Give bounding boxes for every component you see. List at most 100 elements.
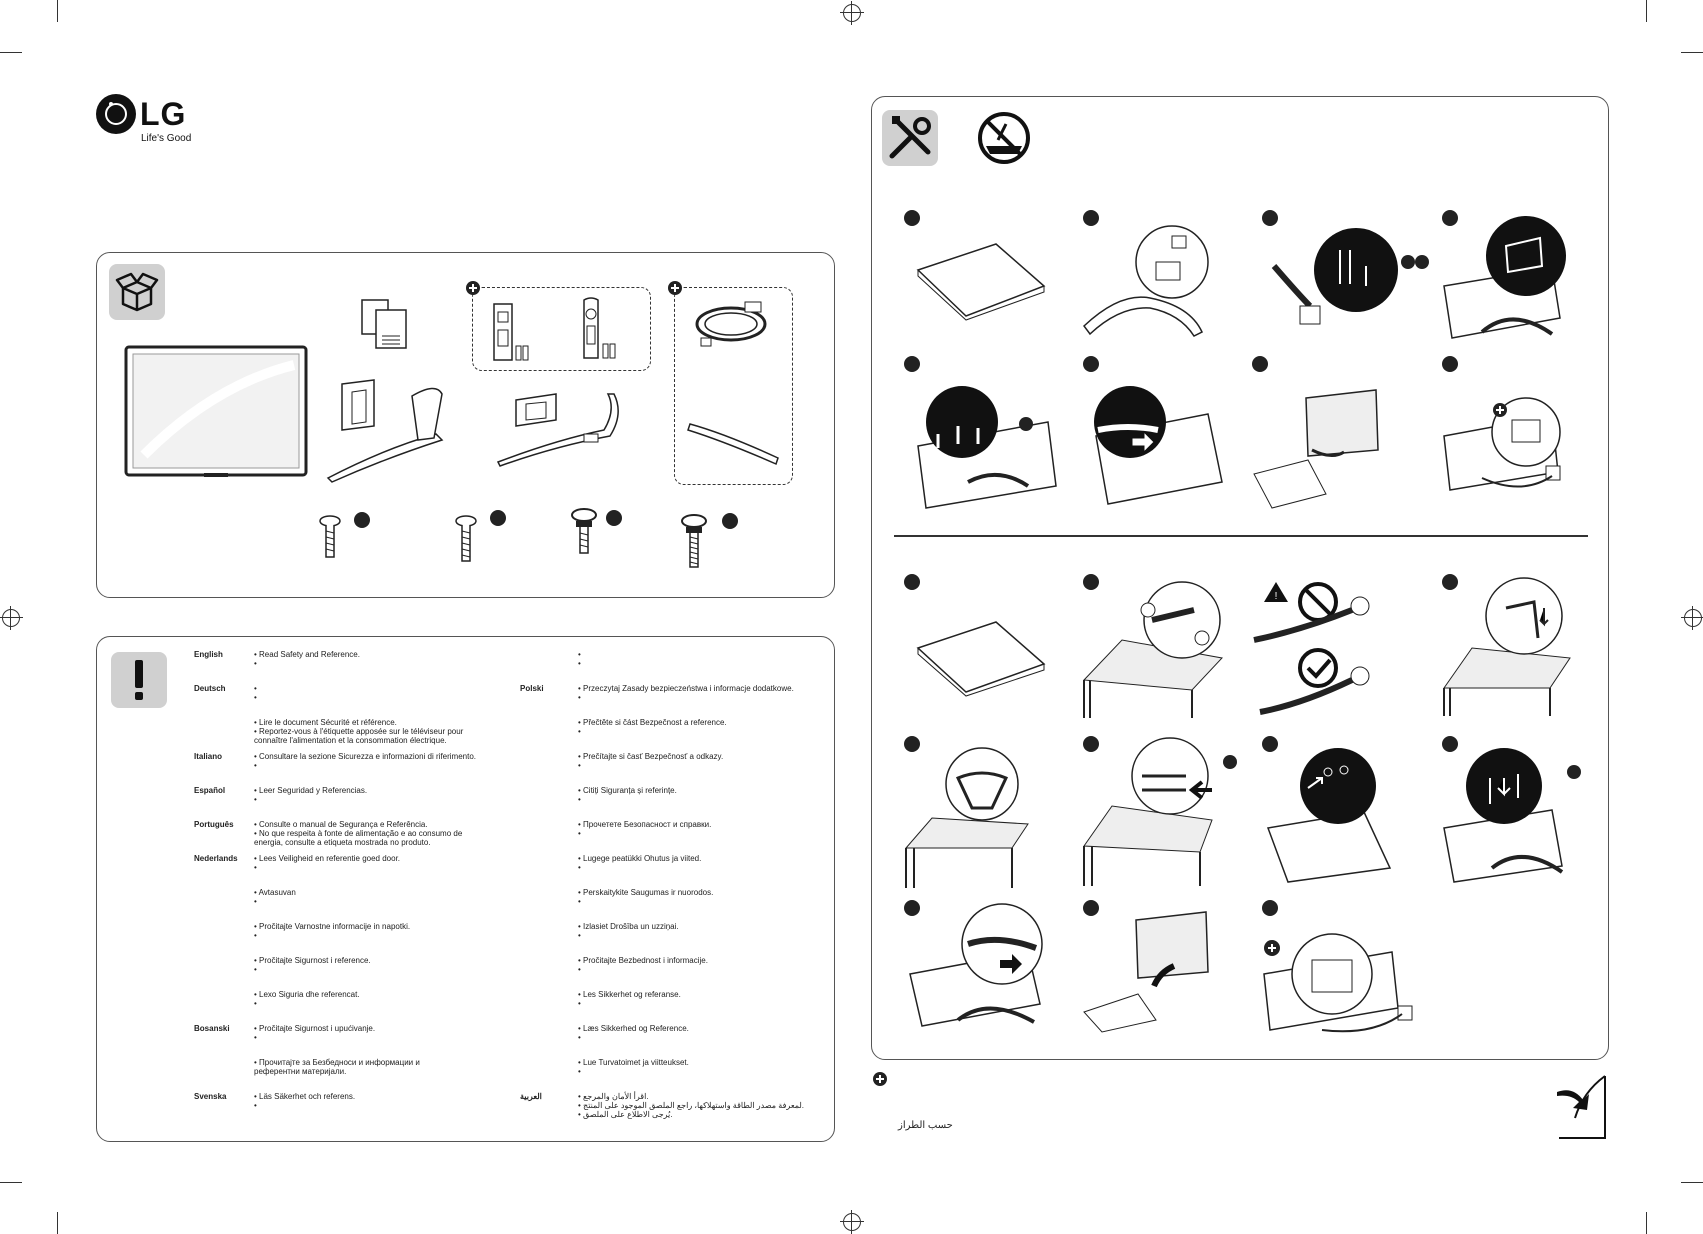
instruction-line: • [578, 999, 581, 1008]
step-attach-illustration [1443, 216, 1566, 339]
step-secure-illustration [1443, 748, 1581, 883]
language-name: Polski [520, 684, 544, 693]
instruction-line: connaître l'alimentation et la consommat… [254, 736, 447, 745]
step-lift-illustration [1083, 911, 1209, 1033]
instruction-line: • Pročitajte Sigurnost i reference. [254, 956, 371, 965]
step-marker [1083, 574, 1099, 590]
no-liquid-icon [978, 112, 1030, 164]
magic-remote-icon [583, 297, 616, 359]
instruction-line: • [578, 659, 581, 668]
step-standing-tv-illustration [1253, 389, 1379, 509]
manual-icon [361, 299, 407, 349]
box-icon [109, 264, 165, 320]
instruction-line: • [254, 795, 257, 804]
instruction-line: • Lugege peatükki Ohutus ja viited. [578, 854, 702, 863]
instruction-line: • [254, 931, 257, 940]
instruction-line: • [578, 829, 581, 838]
instruction-line: • [254, 965, 257, 974]
step-marker [904, 900, 920, 916]
instruction-line: • Perskaitykite Saugumas ir nuorodos. [578, 888, 714, 897]
instruction-line: • No que respeita à fonte de alimentação… [254, 829, 463, 838]
language-name: English [194, 650, 223, 659]
language-name: Nederlands [194, 854, 238, 863]
instruction-line: • [578, 727, 581, 736]
tools-icon [882, 110, 938, 166]
instruction-line: • اقرأ الأمان والمرجع. [578, 1092, 649, 1101]
crop-mark [0, 1182, 22, 1183]
crop-mark [57, 1212, 58, 1234]
logo-tagline: Life's Good [141, 133, 192, 144]
instruction-line: • Pročitajte Sigurnost i upućivanje. [254, 1024, 376, 1033]
instruction-line: • [254, 863, 257, 872]
language-name: Italiano [194, 752, 223, 761]
instruction-line: • Avtasuvan [254, 888, 296, 897]
instruction-line: • Les Sikkerhet og referanse. [578, 990, 681, 999]
step-marker [904, 210, 920, 226]
registration-mark [840, 1, 864, 25]
step-bolt-illustration [1083, 737, 1237, 886]
page-turn-icon [1557, 1075, 1606, 1139]
stand-part-illustration [326, 379, 444, 483]
instruction-line: • [578, 761, 581, 770]
instruction-line: • [578, 693, 581, 702]
instruction-line: • [578, 1067, 581, 1076]
crop-mark [1646, 1212, 1647, 1234]
language-name: Bosanski [194, 1024, 230, 1033]
tv-illustration [124, 345, 308, 477]
screw-d-icon [681, 514, 707, 568]
instruction-line: • Прочитајте за Безбедноси и информации … [254, 1058, 420, 1067]
instruction-line: • [254, 1101, 257, 1110]
svg-text:!: ! [1275, 591, 1278, 602]
instruction-line: • Izlasiet Drošība un uzziņai. [578, 922, 679, 931]
step-table-illustration [1082, 581, 1223, 718]
lg-logo [96, 94, 136, 134]
step-cable-illustration [909, 903, 1043, 1027]
step-marker [1252, 356, 1268, 372]
instruction-line: • Lire le document Sécurité et référence… [254, 718, 397, 727]
crop-mark [1681, 52, 1703, 53]
screw-c-icon [571, 508, 597, 554]
step-tighten-illustration [917, 386, 1057, 509]
step-marker [1262, 900, 1278, 916]
crop-mark [0, 52, 22, 53]
step-insert-illustration [1443, 577, 1571, 716]
instruction-line: • Lue Turvatoimet ja viitteukset. [578, 1058, 689, 1067]
step-connect-illustration [1263, 933, 1413, 1033]
instruction-line: • Consulte o manual de Segurança e Refer… [254, 820, 428, 829]
instruction-line: energia, consulte a etiqueta mostrada no… [254, 838, 431, 847]
plus-icon [466, 281, 480, 295]
instruction-line: • [254, 761, 257, 770]
instruction-line: • [578, 897, 581, 906]
instruction-line: • [578, 965, 581, 974]
step-marker [1083, 356, 1099, 372]
step-base-illustration [904, 747, 1029, 888]
step-marker [1442, 574, 1458, 590]
registration-mark [1681, 606, 1703, 630]
step-box-illustration [916, 243, 1046, 321]
step-position-illustration [1266, 748, 1392, 883]
instruction-line: • Læs Sikkerhed og Reference. [578, 1024, 689, 1033]
instruction-line: • Consultare la sezione Sicurezza e info… [254, 752, 477, 761]
step-marker [904, 356, 920, 372]
instruction-line: • [578, 795, 581, 804]
instruction-line: • Citiți Siguranța și referințe. [578, 786, 677, 795]
instruction-line: • Lees Veiligheid en referentie goed doo… [254, 854, 401, 863]
step-marker [1442, 736, 1458, 752]
stand-base-illustration [496, 393, 619, 467]
step-box-illustration [916, 621, 1046, 697]
instruction-line: • Přečtěte si část Bezpečnost a referenc… [578, 718, 727, 727]
step-marker [904, 574, 920, 590]
cable-cover-icon [687, 423, 779, 466]
label-dot [722, 513, 738, 529]
instruction-line: • Pročitajte Varnostne informacije in na… [254, 922, 411, 931]
step-caution-illustration: ! [1253, 582, 1370, 715]
instruction-line: • Prečítajte si časť Bezpečnosť a odkazy… [578, 752, 724, 761]
step-power-illustration [1443, 397, 1561, 491]
step-stand-illustration [1082, 225, 1209, 337]
remote-control-icon [493, 303, 529, 361]
language-name: Español [194, 786, 226, 795]
instruction-line: • [254, 897, 257, 906]
instruction-line: • [578, 650, 581, 659]
crop-mark [57, 0, 58, 22]
instruction-line: • Leer Seguridad y Referencias. [254, 786, 368, 795]
